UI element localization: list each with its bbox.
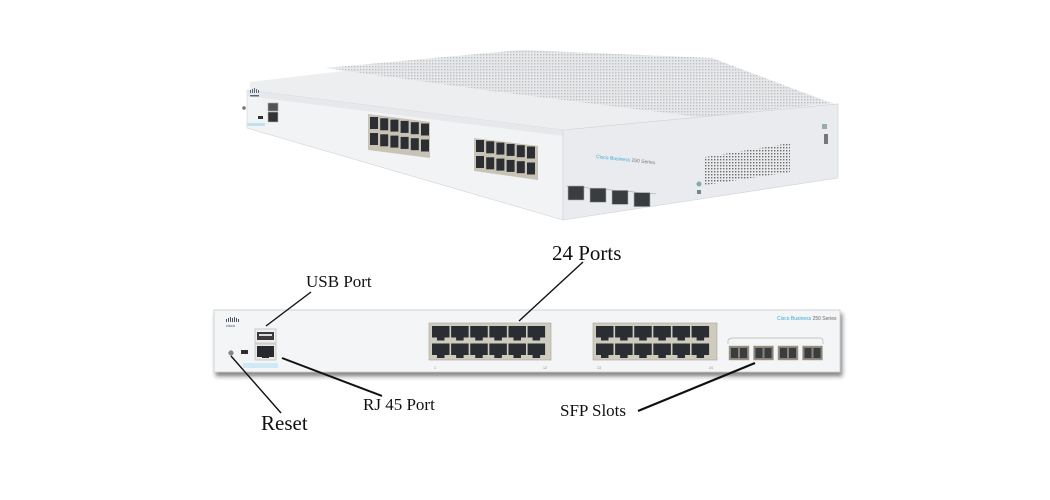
rj45-ethernet-port (410, 138, 419, 151)
port-block-1-12-perspective (368, 114, 430, 158)
rj45-ethernet-port[interactable] (615, 343, 633, 359)
rj45-ethernet-port (527, 162, 535, 175)
port-label-first-1: 1 (434, 366, 436, 370)
label-rj45-port: RJ 45 Port (363, 395, 435, 414)
sfp-slot[interactable] (753, 345, 774, 361)
rj45-ethernet-port[interactable] (653, 326, 671, 341)
rj45-ethernet-port (506, 143, 515, 156)
rj45-ethernet-port (496, 158, 505, 171)
rj45-ethernet-port (370, 133, 378, 145)
rj45-ethernet-port[interactable] (672, 326, 690, 341)
rj45-ethernet-port[interactable] (470, 326, 488, 341)
rj45-ethernet-port (516, 161, 525, 174)
sfp-slot[interactable] (777, 345, 799, 361)
rj45-ethernet-port (400, 120, 409, 133)
rj45-ethernet-port (370, 117, 378, 129)
sfp-block-perspective (565, 185, 657, 207)
sfp-slot (611, 190, 629, 205)
rj45-ethernet-port[interactable] (489, 343, 507, 359)
sfp-slot (633, 192, 651, 207)
rj45-ethernet-port[interactable] (653, 343, 671, 359)
leader-line-usb (265, 291, 312, 327)
port-block-1-12 (428, 322, 552, 361)
port-block-13-24 (592, 322, 718, 361)
leader-line-rj45 (281, 357, 383, 397)
rj45-ethernet-port (496, 142, 505, 155)
rj45-ethernet-port[interactable] (672, 343, 690, 359)
rj45-ethernet-port (400, 136, 409, 149)
rj45-ethernet-port[interactable] (432, 343, 450, 359)
rj45-ethernet-port[interactable] (489, 326, 507, 341)
rj45-ethernet-port[interactable] (451, 343, 469, 359)
rj45-ethernet-port[interactable] (470, 343, 488, 359)
rj45-ethernet-port (380, 118, 389, 131)
rj45-ethernet-port[interactable] (451, 326, 469, 341)
rj45-ethernet-port[interactable] (691, 326, 710, 341)
port-label-last-24: 24 (709, 366, 713, 370)
series-label: Cisco Business 250 Series (777, 316, 837, 322)
rj45-ethernet-port[interactable] (634, 326, 652, 341)
rj45-ethernet-port (421, 123, 429, 136)
rj45-ethernet-port[interactable] (527, 326, 546, 341)
sfp-slot (567, 185, 585, 201)
reset-button[interactable] (228, 350, 234, 356)
port-block-13-24-perspective (474, 138, 538, 180)
rj45-ethernet-port[interactable] (691, 343, 710, 359)
rj45-ethernet-port (527, 146, 535, 159)
label-24-ports: 24 Ports (552, 241, 622, 265)
svg-text:cisco: cisco (226, 323, 236, 328)
rj45-ethernet-port[interactable] (508, 326, 526, 341)
port-label-last-12: 12 (543, 366, 547, 370)
rj45-ethernet-port (380, 134, 389, 147)
label-reset: Reset (261, 411, 308, 435)
rj45-ethernet-port[interactable] (508, 343, 526, 359)
rj45-ethernet-port (486, 157, 495, 170)
cisco-logo: cisco (226, 317, 239, 328)
rj45-ethernet-port[interactable] (432, 326, 450, 341)
switch-side-face (562, 103, 839, 221)
mgmt-label-strip (243, 363, 278, 368)
series-label-perspective: Cisco Business 250 Series (596, 154, 656, 166)
rj45-ethernet-port (390, 119, 399, 132)
rj45-ethernet-port[interactable] (634, 343, 652, 359)
rj45-port[interactable] (254, 343, 277, 361)
label-usb-port: USB Port (306, 272, 372, 291)
port-label-first-13: 13 (597, 366, 601, 370)
leader-line-24-ports (518, 261, 584, 322)
usb-port[interactable] (254, 328, 277, 344)
sfp-slot[interactable] (728, 345, 750, 361)
console-port[interactable] (241, 350, 248, 354)
rj45-ethernet-port (390, 135, 399, 148)
rj45-ethernet-port[interactable] (615, 326, 633, 341)
leader-line-reset (230, 355, 282, 414)
rj45-ethernet-port (421, 139, 429, 152)
rj45-ethernet-port[interactable] (596, 343, 614, 359)
rj45-ethernet-port (410, 122, 419, 135)
cisco-logo-perspective (250, 88, 259, 97)
leader-line-sfp (637, 361, 756, 413)
rj45-ethernet-port (516, 145, 525, 158)
sfp-slot (589, 187, 607, 203)
top-vent-grille (325, 50, 830, 117)
rj45-ethernet-port (476, 140, 484, 152)
rj45-ethernet-port (486, 141, 495, 154)
rj45-ethernet-port (506, 159, 515, 172)
label-sfp-slots: SFP Slots (560, 401, 626, 420)
rj45-ethernet-port[interactable] (596, 326, 614, 341)
rj45-ethernet-port (476, 156, 484, 168)
sfp-slot[interactable] (802, 345, 823, 361)
side-vent-grille (705, 143, 790, 185)
rj45-ethernet-port[interactable] (527, 343, 546, 359)
switch-perspective-photo: Cisco Business 250 Series (242, 50, 839, 221)
